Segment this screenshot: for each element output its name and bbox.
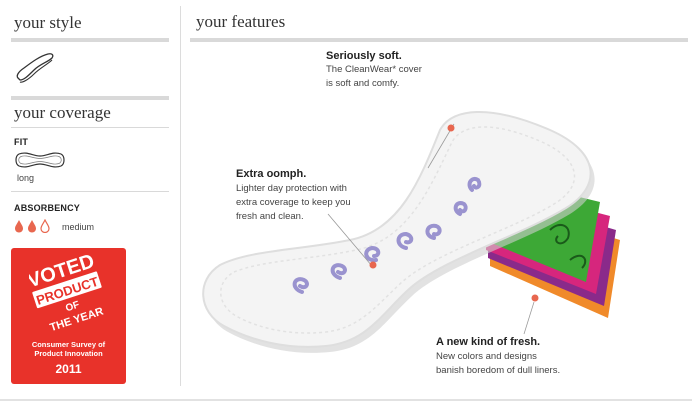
- badge-survey-text: Consumer Survey of Product Innovation: [11, 340, 126, 358]
- feature-heading-oomph: Extra oomph.: [236, 168, 307, 180]
- features-title: your features: [196, 12, 286, 31]
- feature-body-line: The CleanWear* cover: [326, 64, 422, 75]
- divider: [11, 191, 169, 192]
- feature-body-soft: The CleanWear* cover is soft and comfy.: [326, 63, 422, 91]
- style-section-header: your style: [11, 12, 170, 34]
- feature-body-fresh: New colors and designs banish boredom of…: [436, 350, 560, 378]
- feature-body-line: New colors and designs: [436, 351, 537, 362]
- absorbency-value: medium: [62, 222, 95, 232]
- swirl-pattern: [292, 177, 482, 294]
- callout-dot: [369, 261, 377, 269]
- divider: [190, 38, 688, 42]
- drop-icon: [40, 219, 50, 233]
- column-divider: [180, 6, 181, 386]
- feature-body-line: extra coverage to keep you: [236, 197, 351, 208]
- feature-body-oomph: Lighter day protection with extra covera…: [236, 182, 351, 224]
- divider: [11, 38, 169, 42]
- liner-style-icon: [16, 53, 54, 83]
- fit-label: FIT: [14, 137, 29, 147]
- badge-survey-line2: Product Innovation: [34, 349, 103, 358]
- drop-icon: [15, 220, 23, 233]
- feature-heading-soft: Seriously soft.: [326, 50, 402, 62]
- callout-dot: [447, 124, 455, 132]
- divider: [11, 96, 169, 100]
- absorbency-label: ABSORBENCY: [14, 203, 81, 213]
- absorbency-drops: [15, 219, 50, 233]
- feature-body-line: fresh and clean.: [236, 211, 304, 222]
- product-of-the-year-badge: VOTED PRODUCT OF THE YEAR Consumer Surve…: [11, 248, 126, 384]
- long-liner-icon: [15, 152, 65, 168]
- bottom-divider: [0, 399, 692, 401]
- divider: [11, 127, 169, 128]
- liner-illustration: [202, 111, 620, 353]
- award-seal-icon: VOTED PRODUCT OF THE YEAR: [29, 254, 105, 334]
- badge-survey-line1: Consumer Survey of: [31, 340, 106, 349]
- badge-year: 2011: [55, 362, 82, 376]
- callout-dot: [531, 294, 539, 302]
- feature-body-line: is soft and comfy.: [326, 78, 400, 89]
- feature-heading-fresh: A new kind of fresh.: [436, 336, 541, 348]
- feature-body-line: Lighter day protection with: [236, 183, 347, 194]
- left-panel: your style your coverage FIT long ABSORB…: [0, 0, 176, 385]
- coverage-section-header: your coverage: [11, 102, 170, 124]
- drop-icon: [28, 220, 36, 233]
- svg-text:OF: OF: [64, 300, 81, 315]
- coverage-title: your coverage: [14, 103, 111, 122]
- feature-body-line: banish boredom of dull liners.: [436, 365, 561, 376]
- fit-value: long: [17, 173, 35, 183]
- style-title: your style: [14, 13, 82, 32]
